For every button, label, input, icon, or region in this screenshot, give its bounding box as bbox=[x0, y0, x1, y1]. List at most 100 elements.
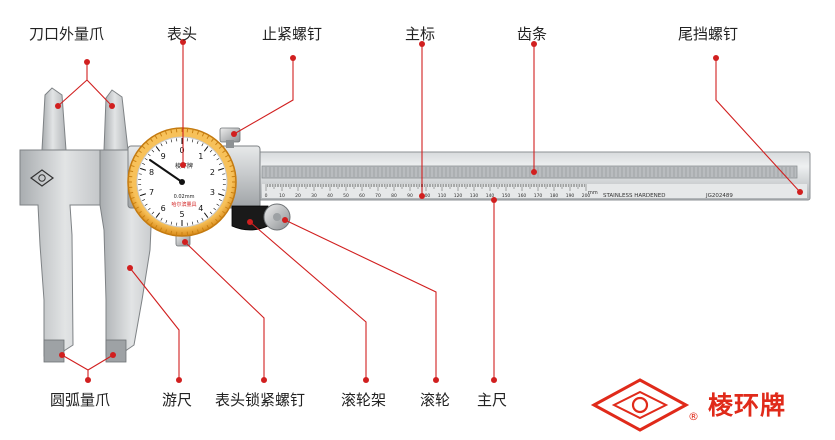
dial-tick bbox=[191, 139, 194, 143]
dial-tick bbox=[218, 199, 222, 202]
dial-number: 5 bbox=[179, 210, 184, 219]
bezel-knurl-line bbox=[225, 206, 230, 210]
dial-tick bbox=[216, 158, 220, 161]
bezel-knurl-line bbox=[145, 141, 149, 146]
dial-number: 2 bbox=[210, 168, 215, 177]
label-knife-jaw: 刀口外量爪 bbox=[29, 25, 105, 43]
dot-knife-jaw-right bbox=[109, 103, 115, 109]
bezel-knurl-line bbox=[141, 215, 146, 219]
roller-frame bbox=[231, 205, 269, 231]
scale-number: 200 bbox=[582, 193, 591, 199]
dial-needle bbox=[149, 159, 183, 183]
dial-tick bbox=[170, 139, 173, 143]
brand-name: 棱环牌 bbox=[708, 391, 787, 420]
label-tail-screw: 尾挡螺钉 bbox=[678, 25, 739, 43]
dial-pivot bbox=[179, 179, 185, 185]
leader-dots bbox=[55, 39, 803, 383]
scale-number: 30 bbox=[311, 193, 317, 199]
bezel-knurl-line bbox=[191, 129, 194, 134]
bezel-knurl-line bbox=[130, 164, 135, 168]
bezel-knurl-line bbox=[206, 225, 210, 230]
dot-dial-top bbox=[180, 39, 186, 45]
bezel-knurl-line bbox=[141, 145, 146, 149]
dot-arc-jaw-right bbox=[110, 352, 116, 358]
scale-number: 70 bbox=[375, 193, 381, 199]
bezel-knurl-line bbox=[132, 159, 137, 163]
scale-number: 60 bbox=[359, 193, 365, 199]
bezel-knurl-line bbox=[230, 191, 235, 194]
bezel-knurl-line bbox=[206, 134, 210, 139]
dial-tick bbox=[155, 212, 161, 218]
bezel-knurl-line bbox=[218, 145, 223, 149]
bezel-knurl-line bbox=[215, 141, 219, 146]
dial-tick bbox=[144, 203, 148, 206]
bezel-knurl-line bbox=[154, 134, 158, 139]
scale-number: 190 bbox=[566, 193, 575, 199]
dial-number: 9 bbox=[161, 152, 166, 161]
leader-knife-jaw bbox=[57, 62, 113, 107]
dot-vernier-bottom bbox=[176, 377, 182, 383]
dial-number: 7 bbox=[149, 188, 154, 197]
bezel-knurl-line bbox=[149, 138, 154, 142]
label-stop-screw: 止紧螺钉 bbox=[262, 25, 323, 43]
leader-roller-frame bbox=[249, 221, 367, 380]
leader-dial-lock-screw bbox=[184, 241, 265, 380]
dial-tick bbox=[142, 199, 146, 202]
dial-tick bbox=[170, 221, 173, 225]
dial-tick bbox=[218, 162, 222, 165]
dial-tick bbox=[216, 203, 220, 206]
dial-tick bbox=[213, 153, 217, 157]
jaw-logo-diamond bbox=[29, 169, 55, 187]
dial-tick bbox=[217, 167, 225, 171]
bezel-knurl-line bbox=[159, 227, 163, 232]
dot-rack-end bbox=[531, 169, 537, 175]
label-main-scale: 主标 bbox=[405, 25, 436, 43]
dial-tick bbox=[160, 143, 163, 147]
dial-number: 1 bbox=[198, 152, 203, 161]
label-roller: 滚轮 bbox=[420, 391, 451, 409]
dot-main-ruler-end bbox=[491, 197, 497, 203]
dial-tick bbox=[203, 212, 209, 218]
dial-maker-text: 哈尔滨量具 bbox=[171, 201, 196, 208]
rack-strip bbox=[261, 165, 798, 179]
scale-number: 170 bbox=[534, 193, 543, 199]
sliding-jaw-top-blade bbox=[103, 89, 129, 151]
dial-tick bbox=[165, 140, 168, 144]
dial-tick bbox=[147, 207, 151, 211]
bezel-knurl-line bbox=[201, 132, 205, 137]
scale-number: 140 bbox=[486, 193, 495, 199]
leader-stop-screw bbox=[233, 58, 294, 135]
dot-tail-screw-top bbox=[713, 55, 719, 61]
dial-tick bbox=[222, 173, 226, 175]
dial-number: 0 bbox=[179, 146, 184, 155]
leader-lines bbox=[57, 42, 801, 380]
bezel-knurl-line bbox=[164, 229, 168, 234]
bezel-knurl-line bbox=[159, 132, 163, 137]
dial-tick bbox=[222, 189, 226, 191]
dial-unit-text: 0.02mm bbox=[174, 194, 195, 200]
label-dial: 表头 bbox=[167, 25, 198, 43]
dot-dial-end bbox=[180, 162, 186, 168]
dot-dial-lock-bottom bbox=[261, 377, 267, 383]
scale-number: 0 bbox=[265, 193, 268, 199]
dot-rack-top bbox=[531, 41, 537, 47]
sliding-arc-jaw-tip bbox=[105, 339, 127, 363]
bezel-knurl-line bbox=[138, 210, 142, 215]
rack-teeth bbox=[265, 167, 795, 177]
bezel-knurl-line bbox=[170, 230, 173, 235]
dot-knife-jaw-left bbox=[55, 103, 61, 109]
bezel-knurl-line bbox=[201, 227, 205, 232]
dial-number: 3 bbox=[210, 188, 215, 197]
dot-roller-frame-end bbox=[247, 219, 253, 225]
brand-logo-icon bbox=[590, 378, 690, 432]
bezel-knurl-line bbox=[191, 230, 194, 235]
scale-number: 110 bbox=[438, 193, 447, 199]
bezel-knurl-line bbox=[225, 154, 230, 158]
bezel-knurl-line bbox=[129, 191, 134, 194]
bezel-knurl-line bbox=[230, 170, 235, 173]
bezel-knurl-line bbox=[222, 149, 226, 154]
scale-number: 80 bbox=[391, 193, 397, 199]
bezel-knurl-line bbox=[227, 159, 232, 163]
